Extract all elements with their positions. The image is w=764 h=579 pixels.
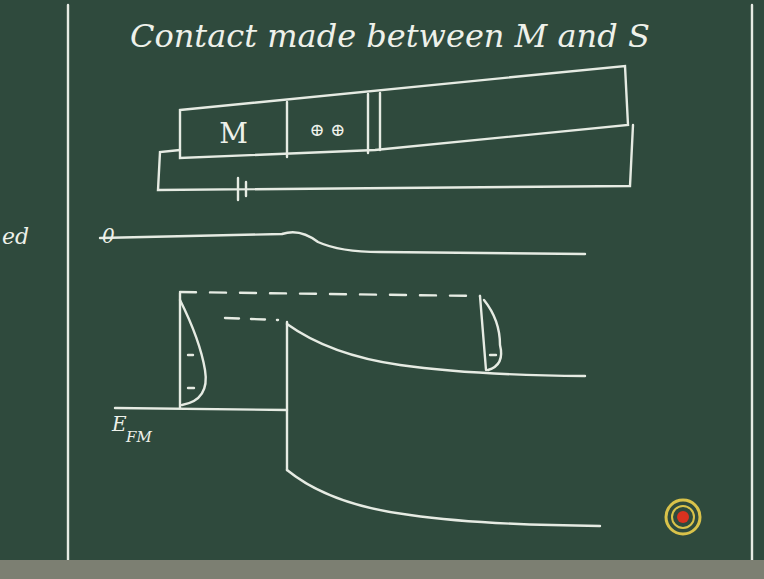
board-edge — [751, 5, 753, 560]
board-label: 0 — [102, 226, 115, 246]
distribution-curve — [180, 300, 206, 405]
tick — [188, 354, 193, 356]
battery-symbol — [237, 178, 239, 200]
region-box: M — [180, 110, 287, 156]
board-label: E — [112, 414, 127, 434]
region-line — [379, 93, 381, 150]
indicator-ring — [666, 500, 700, 534]
potential-curve — [100, 232, 585, 254]
depletion-edge — [367, 94, 369, 153]
battery-symbol — [245, 182, 247, 196]
distribution-axis — [480, 296, 486, 370]
tick — [188, 387, 194, 389]
region-label: M — [219, 117, 248, 150]
conduction-band — [287, 324, 585, 376]
vacuum-level — [180, 292, 480, 296]
indicator-ring — [672, 506, 694, 528]
valence-band — [287, 470, 600, 526]
region-box: ⊕ ⊕ — [287, 104, 368, 154]
interface-line — [286, 102, 288, 157]
board-label: ed — [2, 226, 29, 248]
fermi-level — [115, 408, 287, 410]
tick — [490, 354, 496, 356]
board-edge — [67, 5, 69, 560]
interface-line — [286, 322, 288, 470]
indicator-dot — [677, 511, 689, 523]
board-label: FM — [126, 430, 152, 445]
board-title: Contact made between M and S — [130, 20, 650, 52]
device-outline — [180, 66, 628, 158]
distribution-axis — [179, 293, 181, 408]
distribution-curve — [484, 300, 501, 370]
vacuum-level — [225, 318, 278, 320]
board-ledge — [0, 560, 764, 579]
region-label: ⊕ ⊕ — [310, 119, 346, 140]
